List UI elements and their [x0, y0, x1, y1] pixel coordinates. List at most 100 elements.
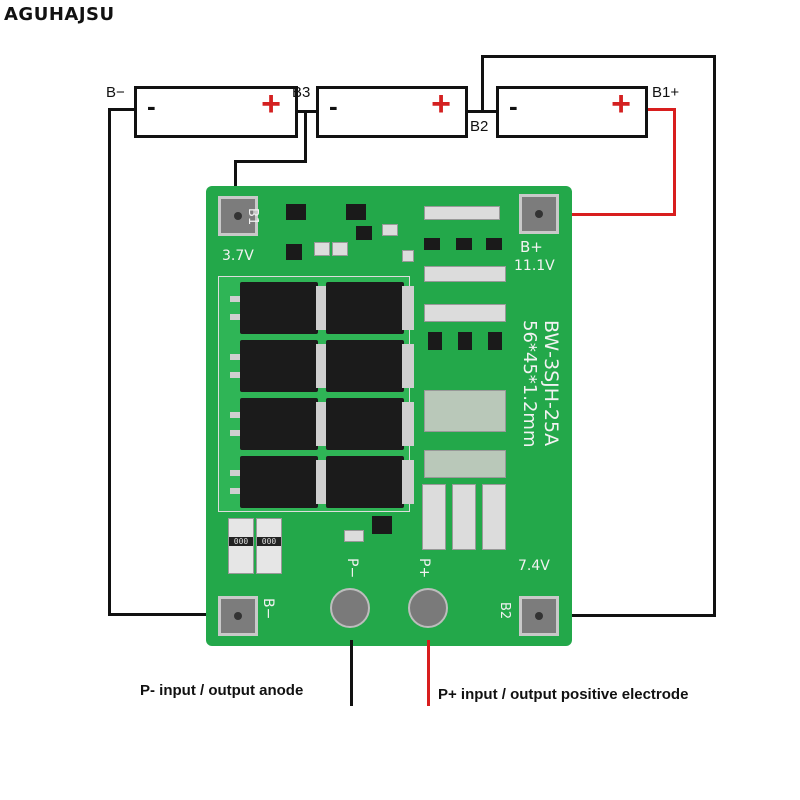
- mosfet-tab: [402, 344, 414, 388]
- ic-chip: [458, 332, 472, 350]
- silk-b-plus: B+: [520, 238, 543, 256]
- mosfet: [230, 282, 328, 334]
- mosfet-pin: [230, 470, 240, 476]
- mosfet-pin: [316, 314, 326, 320]
- cell-positive-sign: +: [261, 85, 281, 123]
- wire-b3-link: [296, 110, 320, 113]
- silk-11-1v: 11.1V: [514, 258, 555, 274]
- silk-7-4v: 7.4V: [518, 558, 550, 574]
- silk-3-7v: 3.7V: [222, 248, 254, 264]
- mosfet-tab: [402, 402, 414, 446]
- mosfet-pin: [230, 372, 240, 378]
- terminal-p-plus: [408, 588, 448, 628]
- mosfet-pin: [230, 488, 240, 494]
- mosfet-pin: [316, 372, 326, 378]
- mosfet-tab: [402, 286, 414, 330]
- silk-p-plus: P+: [416, 558, 432, 579]
- mosfet-pin: [316, 412, 326, 418]
- smd-array: [424, 206, 500, 220]
- mosfet-pin: [230, 354, 240, 360]
- mosfet: [316, 282, 414, 334]
- smd-array: [424, 266, 506, 282]
- ic-chip: [428, 332, 442, 350]
- small-transistor: [372, 516, 392, 534]
- silk-b2: B2: [497, 602, 512, 620]
- smd-resistor: [382, 224, 398, 236]
- mosfet: [316, 340, 414, 392]
- small-transistor: [286, 244, 302, 260]
- smd-resistor: [344, 530, 364, 542]
- mosfet-pin: [230, 412, 240, 418]
- wire-b1-plus-horizontal: [550, 213, 676, 216]
- silk-p-minus: P−: [344, 558, 360, 579]
- pad-b-plus: [519, 194, 559, 234]
- pad-b1: [218, 196, 258, 236]
- power-resistor: 000: [256, 518, 282, 574]
- wire-b-minus-top: [108, 108, 138, 111]
- wire-b2-right: [713, 55, 716, 617]
- label-b2: B2: [470, 118, 489, 135]
- power-resistor-marking: 000: [229, 537, 253, 546]
- battery-cell-2: - +: [316, 85, 468, 138]
- silk-b-minus: B−: [260, 598, 276, 620]
- wire-b2-top: [481, 55, 716, 58]
- ic-chip: [488, 332, 502, 350]
- mosfet: [230, 456, 328, 508]
- label-b1-plus: B1+: [652, 84, 680, 101]
- power-resistor-marking: 000: [257, 537, 281, 546]
- wire-p-minus: [350, 640, 353, 706]
- diode-block: [422, 484, 446, 550]
- cell-negative-sign: -: [147, 91, 156, 121]
- smd-resistor: [314, 242, 330, 256]
- pad-hole: [234, 212, 242, 220]
- wire-b2-bottom: [560, 614, 716, 617]
- small-transistor: [356, 226, 372, 240]
- mosfet: [316, 398, 414, 450]
- smd-array: [424, 304, 506, 322]
- mosfet-pin: [316, 488, 326, 494]
- ic-chip: [424, 238, 440, 250]
- wire-b2-up: [481, 55, 484, 113]
- wire-b-minus-bottom: [108, 613, 228, 616]
- smd-array: [424, 390, 506, 432]
- ic-chip: [456, 238, 472, 250]
- label-b3: B3: [292, 84, 311, 101]
- mosfet: [316, 456, 414, 508]
- pad-hole: [234, 612, 242, 620]
- battery-cell-1: - +: [134, 85, 298, 138]
- battery-cell-3: - +: [496, 85, 648, 138]
- brand-logo: AGUHAJSU: [4, 4, 115, 25]
- mosfet-pin: [230, 314, 240, 320]
- wire-b1-plus-vertical: [673, 108, 676, 216]
- label-b-minus: B−: [106, 84, 125, 101]
- wire-b3-down: [304, 110, 307, 162]
- wire-b3-to-pad: [234, 160, 237, 200]
- pad-b-minus: [218, 596, 258, 636]
- cell-positive-sign: +: [431, 85, 451, 123]
- note-p-plus: P+ input / output positive electrode: [438, 686, 689, 703]
- mosfet-pin: [316, 430, 326, 436]
- small-transistor: [346, 204, 366, 220]
- bms-board: B1 3.7V B+ 11.1V BW‑3SJH‑25A 56*45*1.2mm…: [206, 186, 572, 646]
- mosfet-pin: [316, 354, 326, 360]
- silk-model: BW‑3SJH‑25A: [540, 320, 562, 447]
- mosfet-tab: [402, 460, 414, 504]
- power-resistor: 000: [228, 518, 254, 574]
- diode-block: [482, 484, 506, 550]
- wire-b1-plus-top: [646, 108, 676, 111]
- cell-negative-sign: -: [329, 91, 338, 121]
- mosfet: [230, 340, 328, 392]
- mosfet-pin: [316, 296, 326, 302]
- pad-b2: [519, 596, 559, 636]
- silk-size: 56*45*1.2mm: [519, 320, 540, 448]
- mosfet-pin: [230, 296, 240, 302]
- diode-block: [452, 484, 476, 550]
- smd-resistor: [402, 250, 414, 262]
- small-transistor: [286, 204, 306, 220]
- smd-resistor: [332, 242, 348, 256]
- note-p-minus: P- input / output anode: [140, 682, 304, 699]
- mosfet-pin: [230, 430, 240, 436]
- wire-p-plus: [427, 640, 430, 706]
- wire-b3-horizontal: [234, 160, 307, 163]
- mosfet: [230, 398, 328, 450]
